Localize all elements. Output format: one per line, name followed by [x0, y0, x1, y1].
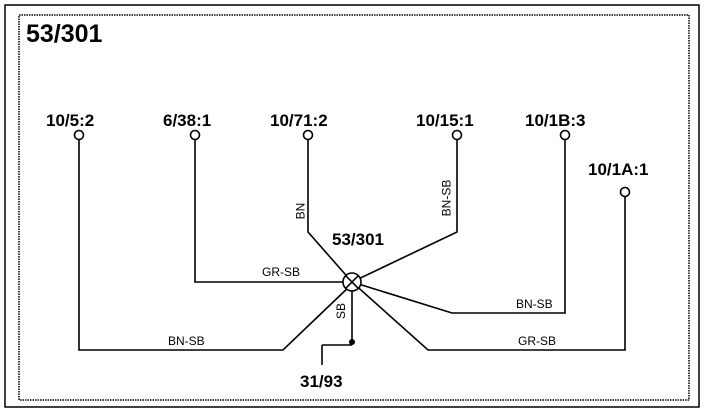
wire-label-bn-sb-top: BN-SB: [439, 179, 454, 217]
wire-label-sb: SB: [334, 302, 349, 320]
wire-label-bn-sb-right: BN-SB: [516, 297, 553, 311]
wire-label-bn-sb-bottom: BN-SB: [168, 334, 205, 348]
splice-label: 53/301: [332, 230, 384, 249]
ground-junction-dot: [349, 339, 355, 345]
connector-pin-10-1B-3: [559, 129, 571, 141]
splice-cross-2: [345, 275, 359, 289]
wire-label-gr-sb-bottom: GR-SB: [518, 334, 557, 348]
connector-label-6-38-1: 6/38:1: [163, 111, 212, 130]
connector-pin-6-38-1: [189, 129, 201, 141]
connector-pin-10-1A-1: [619, 186, 631, 198]
connector-label-10-5-2: 10/5:2: [46, 111, 95, 130]
ground-label: 31/93: [300, 372, 343, 391]
frame-title: 53/301: [26, 20, 103, 48]
wire-10-5-2: [78, 140, 353, 351]
wire-label-bn: BN: [293, 202, 308, 220]
connector-label-10-1B-3: 10/1B:3: [525, 111, 586, 130]
wire-label-gr-sb-left: GR-SB: [262, 265, 301, 279]
wire-10-15-1: [351, 140, 458, 283]
outer-frame: [4, 4, 700, 408]
connector-label-10-71-2: 10/71:2: [270, 111, 328, 130]
connector-pin-10-15-1: [451, 129, 463, 141]
wire-10-1B-3: [351, 140, 566, 314]
connector-pin-10-5-2: [73, 129, 85, 141]
connector-pin-10-71-2: [302, 129, 314, 141]
connector-label-10-1A-1: 10/1A:1: [588, 160, 649, 179]
wire-10-71-2: [307, 140, 353, 283]
connector-label-10-15-1: 10/15:1: [416, 111, 474, 130]
wire-6-38-1: [194, 140, 352, 283]
inner-frame: [18, 14, 690, 401]
wire-10-1A-1: [351, 197, 626, 351]
